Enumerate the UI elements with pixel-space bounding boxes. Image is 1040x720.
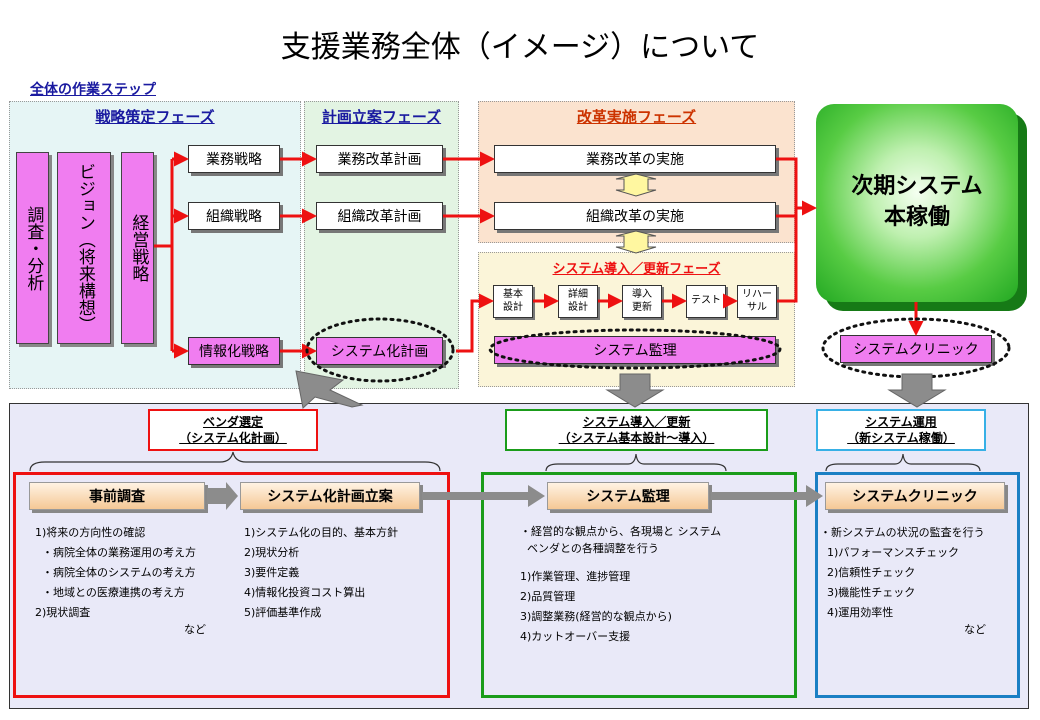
bottom-gray-arrows (207, 482, 823, 510)
pre-survey-header: 事前調査 (29, 482, 205, 510)
down-arrow-vendor (295, 370, 364, 409)
system-audit-box: システム監理 (494, 336, 776, 364)
brace-operation (825, 453, 981, 472)
next-system-box: 次期システム 本稼働 (816, 104, 1018, 302)
planning-list: 1)システム化の目的、基本方針 2)現状分析 3)要件定義 4)情報化投資コスト… (244, 526, 398, 619)
brace-intro (545, 453, 727, 472)
system-operation-frame (815, 472, 1020, 698)
vendor-selection-frame (13, 472, 450, 698)
audit-intro: ・経営的な観点から、各現場と システム ベンダとの各種調整を行う (520, 525, 722, 555)
clinic-list: ・新システムの状況の監査を行う 1)パフォーマンスチェック 2)信頼性チェック … (820, 526, 985, 619)
planning-header: システム化計画立案 (240, 482, 420, 510)
business-reform-plan-box: 業務改革計画 (316, 145, 443, 173)
business-reform-box: 業務改革の実施 (494, 145, 776, 173)
strategy-phase-label: 戦略策定フェーズ (95, 108, 215, 126)
system-plan-box: システム化計画 (316, 337, 443, 365)
gray-arrow-survey-to-plan (207, 482, 238, 510)
detail-design-box: 詳細 設計 (558, 285, 598, 318)
basic-design-box: 基本 設計 (493, 285, 533, 318)
audit-list: 1)作業管理、進捗管理 2)品質管理 3)調整業務(経営的な観点から) 4)カッ… (520, 570, 672, 643)
page-title: 支援業務全体（イメージ）について (280, 30, 760, 65)
survey-analysis-box: 調査・分析 (16, 152, 49, 344)
brace-vendor (29, 451, 441, 472)
steps-label: 全体の作業ステップ (30, 82, 156, 98)
updown-arrow-1 (615, 173, 657, 197)
org-reform-box: 組織改革の実施 (494, 202, 776, 230)
curly-braces (29, 451, 981, 472)
dotted-ellipses (305, 317, 1011, 383)
updown-arrow-2 (615, 230, 657, 254)
gray-arrow-plan-to-audit (422, 485, 545, 507)
red-connectors (154, 151, 924, 359)
gray-arrow-audit-to-clinic (711, 485, 823, 507)
system-intro-zone (478, 252, 795, 387)
ellipse-system-plan (305, 317, 455, 383)
gray-down-arrows (295, 370, 947, 409)
pre-survey-etc: など (184, 623, 206, 636)
ellipse-system-audit (488, 328, 782, 370)
ellipse-system-clinic (821, 317, 1011, 379)
planning-phase-label: 計画立案フェーズ (321, 108, 442, 126)
arrow-reform-to-next (776, 157, 798, 303)
operation-category-box: システム運用 （新システム稼働） (816, 409, 986, 451)
vision-box: ビジョン（将来構想） (57, 152, 111, 344)
org-reform-plan-box: 組織改革計画 (316, 202, 443, 230)
down-arrow-intro (605, 373, 665, 408)
rehearsal-box: リハー サル (737, 285, 777, 318)
org-strategy-box: 組織戦略 (188, 202, 280, 230)
management-strategy-box: 経営戦略 (121, 152, 154, 344)
test-box: テスト (686, 285, 726, 318)
bottom-section (9, 403, 1029, 709)
info-strategy-box: 情報化戦略 (188, 337, 280, 365)
pre-survey-list: 1)将来の方向性の確認 ・病院全体の業務運用の考え方 ・病院全体のシステムの考え… (35, 526, 196, 619)
audit-header: システム監理 (547, 482, 709, 510)
system-intro-frame (481, 472, 797, 698)
business-strategy-box: 業務戦略 (188, 145, 280, 173)
reform-phase-label: 改革実施フェーズ (576, 108, 697, 126)
bidirectional-arrows (615, 173, 657, 254)
intro-category-box: システム導入／更新 （システム基本設計～導入） (505, 409, 768, 451)
vendor-category-box: ベンダ選定 （システム化計画） (148, 409, 318, 451)
next-system-label: 次期システム 本稼働 (851, 174, 983, 230)
arrow-system-intro (456, 293, 494, 353)
clinic-header: システムクリニック (825, 482, 1005, 510)
system-intro-phase-label: システム導入／更新フェーズ (552, 262, 721, 277)
clinic-etc: など (964, 623, 986, 636)
down-arrow-operation (887, 373, 947, 408)
